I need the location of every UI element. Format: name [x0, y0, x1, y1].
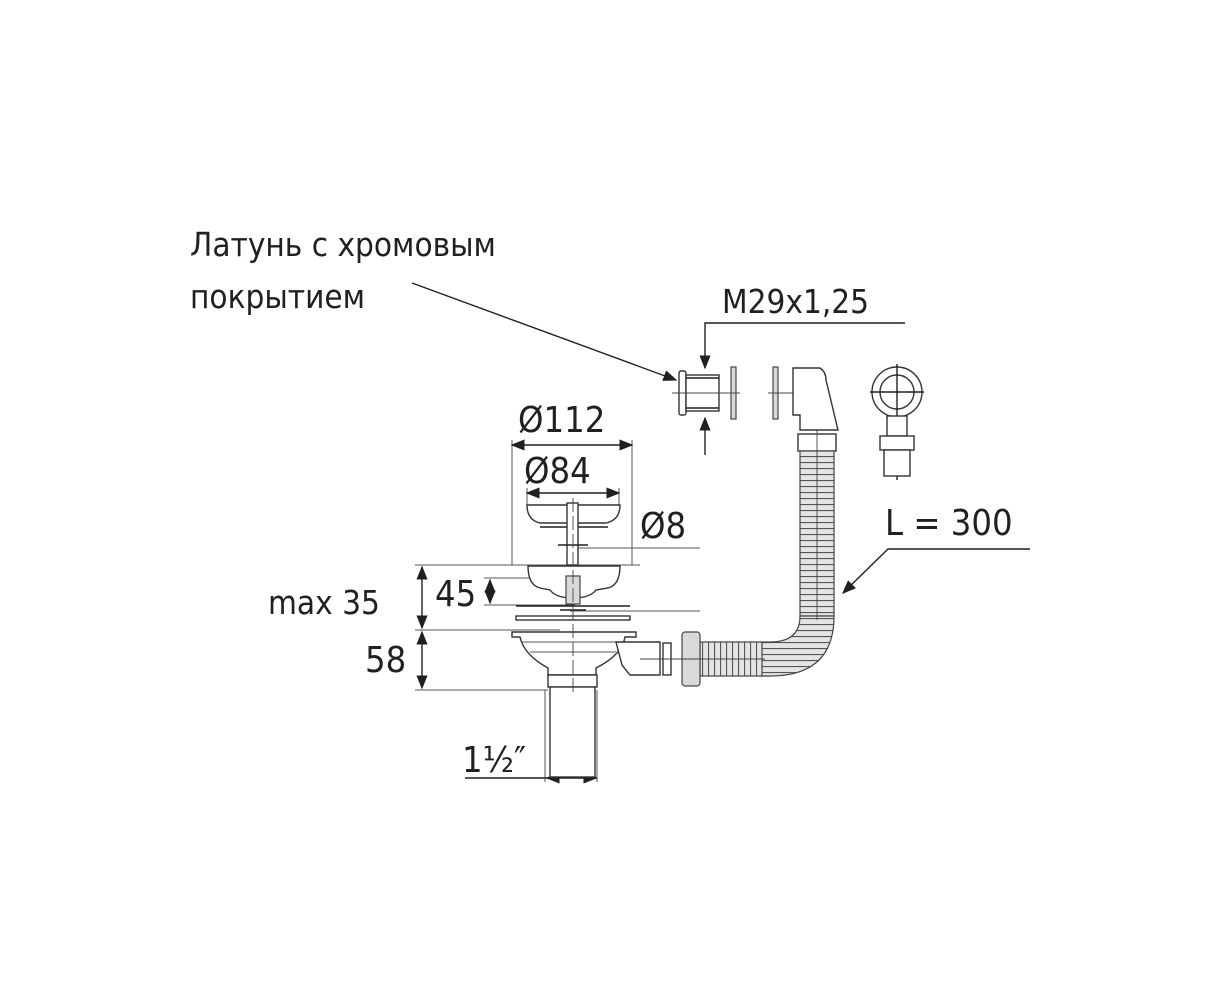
brass-overflow-part	[672, 366, 820, 420]
dimension-45-label: 45	[435, 574, 476, 615]
outlet-size-label: 1½″	[462, 740, 526, 781]
dimension-58-label: 58	[365, 640, 406, 681]
overflow-hose	[640, 367, 839, 687]
thread-label: M29x1,25	[722, 282, 869, 321]
overflow-side-view	[870, 364, 924, 480]
diameter-8-label: Ø8	[640, 506, 686, 547]
leader-lines	[411, 282, 1030, 594]
material-label-line2: покрытием	[190, 277, 365, 316]
hose-length-label: L = 300	[885, 503, 1013, 544]
dimension-lines	[415, 439, 700, 784]
max-35-label: max 35	[268, 583, 380, 622]
diameter-112-label: Ø112	[518, 400, 605, 441]
material-label-line1: Латунь с хромовым	[190, 225, 496, 264]
sink-outlet-body	[511, 498, 672, 778]
strainer-basket	[526, 502, 621, 611]
diameter-84-label: Ø84	[524, 451, 591, 492]
